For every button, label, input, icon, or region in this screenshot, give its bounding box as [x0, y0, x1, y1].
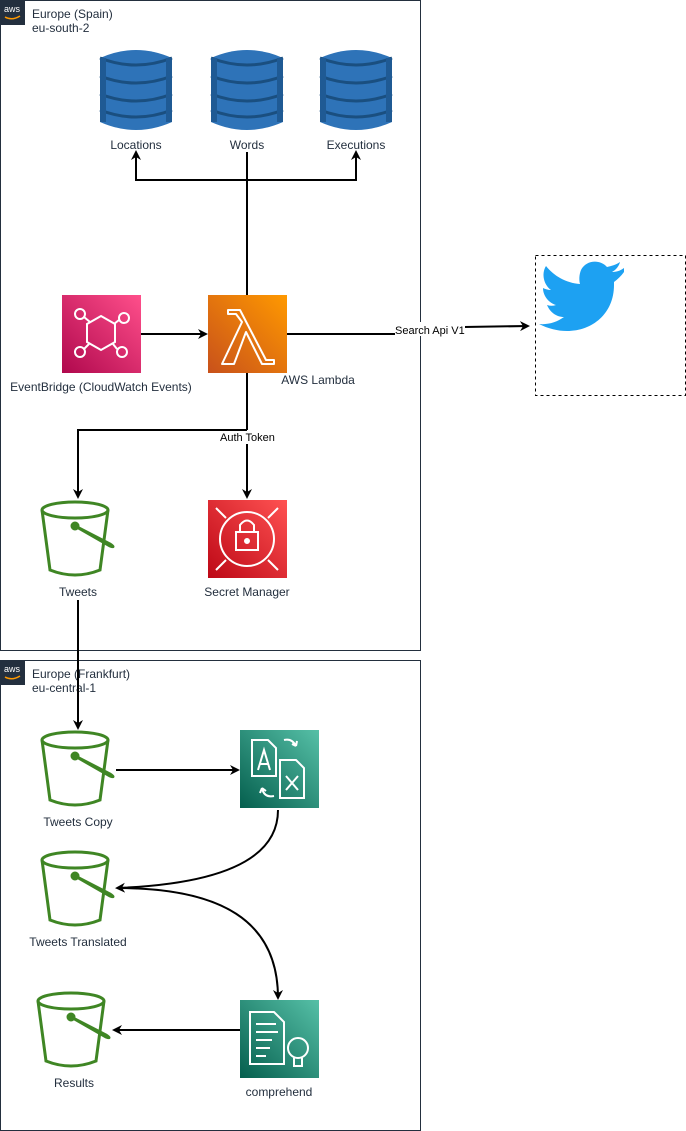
aws-logo-icon: aws: [0, 660, 25, 685]
edge-labels: Search Api V1 Auth Token: [219, 322, 465, 444]
label-results: Results: [54, 1076, 94, 1090]
s3-tweets-translated: [40, 850, 115, 927]
edges: [73, 150, 528, 1035]
label-locations: Locations: [110, 138, 161, 152]
dynamodb-words: [210, 50, 284, 130]
aws-badge-text: aws: [4, 4, 21, 14]
edge-label-auth-token: Auth Token: [220, 432, 275, 444]
label-secret-manager: Secret Manager: [204, 585, 289, 599]
translate-node: [240, 730, 319, 808]
translate-icon: [240, 730, 319, 808]
edge-lambda-to-locations: [131, 150, 247, 181]
s3-bucket-icon: [40, 730, 115, 807]
edge-lambda-to-twitter: [287, 326, 528, 334]
label-eventbridge: EventBridge (CloudWatch Events): [10, 380, 192, 394]
label-lambda: AWS Lambda: [281, 373, 355, 387]
aws-badge-text: aws: [4, 664, 21, 674]
dynamodb-icon: [99, 50, 173, 130]
dynamodb-icon: [319, 50, 393, 130]
s3-bucket-icon: [40, 850, 115, 927]
edge-translated-to-comprehend: [116, 887, 283, 1000]
comprehend-icon: [240, 1000, 319, 1078]
region-spain: aws Europe (Spain) eu-south-2: [0, 0, 421, 651]
lambda-node: AWS Lambda: [208, 295, 355, 387]
edge-label-search-api: Search Api V1: [395, 325, 465, 337]
s3-bucket-icon: [40, 500, 115, 577]
region-frankfurt-code: eu-central-1: [32, 681, 96, 695]
aws-logo-icon: aws: [0, 0, 25, 25]
label-executions: Executions: [327, 138, 386, 152]
dynamodb-executions: [319, 50, 393, 130]
edge-translate-to-translated: [115, 809, 279, 893]
twitter-bird-icon: [539, 261, 624, 332]
edge-lambda-to-tweets: [73, 429, 247, 499]
region-spain-name: Europe (Spain): [32, 7, 113, 21]
region-frankfurt: aws Europe (Frankfurt) eu-central-1: [0, 660, 421, 1131]
region-spain-code: eu-south-2: [32, 21, 90, 35]
dynamodb-locations: [99, 50, 173, 130]
label-words: Words: [230, 138, 264, 152]
s3-tweets: [40, 500, 115, 577]
label-tweets-copy: Tweets Copy: [43, 815, 112, 829]
eventbridge-node: EventBridge (CloudWatch Events): [10, 295, 192, 394]
label-tweets-translated: Tweets Translated: [29, 935, 126, 949]
s3-results: [36, 991, 111, 1068]
edge-lambda-to-executions: [247, 150, 361, 181]
secret-manager-node: Secret Manager: [204, 500, 290, 599]
label-comprehend: comprehend: [246, 1085, 313, 1099]
eventbridge-icon: [62, 295, 141, 373]
secrets-manager-icon: [208, 500, 287, 578]
twitter-node: [535, 255, 686, 396]
s3-tweets-copy: [40, 730, 115, 807]
label-tweets: Tweets: [59, 585, 97, 599]
dynamodb-icon: [210, 50, 284, 130]
region-frankfurt-name: Europe (Frankfurt): [32, 667, 130, 681]
s3-bucket-icon: [36, 991, 111, 1068]
comprehend-node: comprehend: [240, 1000, 319, 1099]
lambda-icon: [208, 295, 287, 373]
